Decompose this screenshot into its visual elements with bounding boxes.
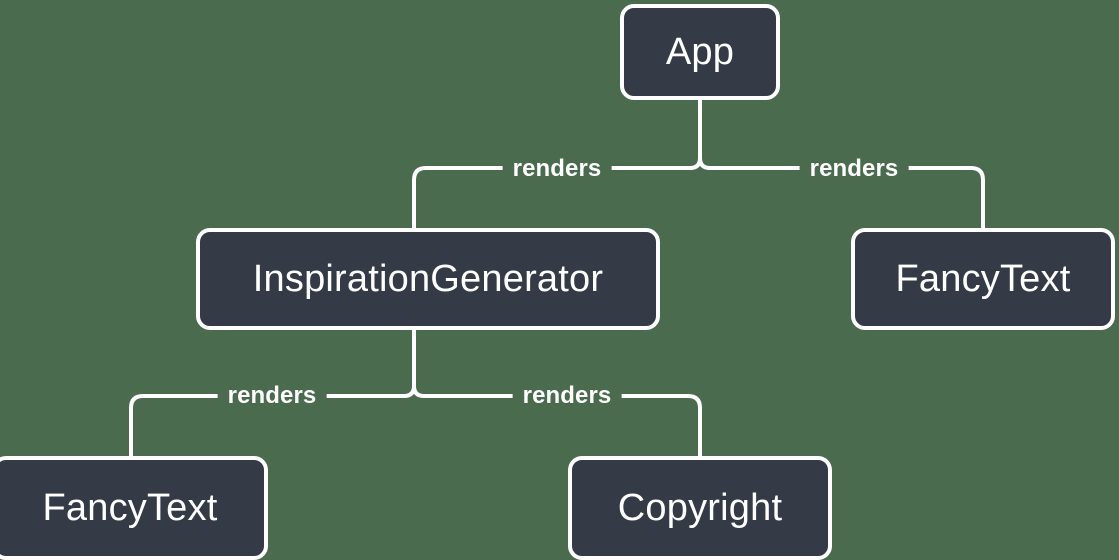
node-inspirationgenerator-label: InspirationGenerator: [252, 258, 604, 300]
node-fancytext-bottom[interactable]: FancyText: [0, 456, 268, 560]
edge-app-to-inspirationgenerator: [412, 166, 690, 228]
node-inspirationgenerator[interactable]: InspirationGenerator: [196, 228, 660, 330]
node-copyright[interactable]: Copyright: [568, 456, 832, 560]
edge-label-inspirationgenerator-to-fancytext-bottom: renders: [217, 384, 327, 408]
node-app-label: App: [665, 31, 735, 73]
node-app[interactable]: App: [620, 4, 780, 100]
edge-app-to-fancytext-right: [710, 166, 985, 228]
edge-inspirationgenerator-stem-right: [412, 385, 425, 398]
node-fancytext-right-label: FancyText: [895, 258, 1071, 300]
edge-label-app-to-inspirationgenerator: renders: [502, 157, 612, 181]
edge-inspirationgenerator-to-copyright: [424, 394, 702, 456]
node-fancytext-bottom-label: FancyText: [42, 487, 218, 529]
node-fancytext-right[interactable]: FancyText: [851, 228, 1115, 330]
node-copyright-label: Copyright: [617, 487, 783, 529]
edge-app-stem: [689, 100, 702, 170]
edge-inspirationgenerator-to-fancytext-bottom: [129, 394, 404, 456]
edge-app-stem-right: [698, 157, 711, 170]
edge-label-inspirationgenerator-to-copyright: renders: [512, 384, 622, 408]
edge-label-app-to-fancytext-right: renders: [799, 157, 909, 181]
